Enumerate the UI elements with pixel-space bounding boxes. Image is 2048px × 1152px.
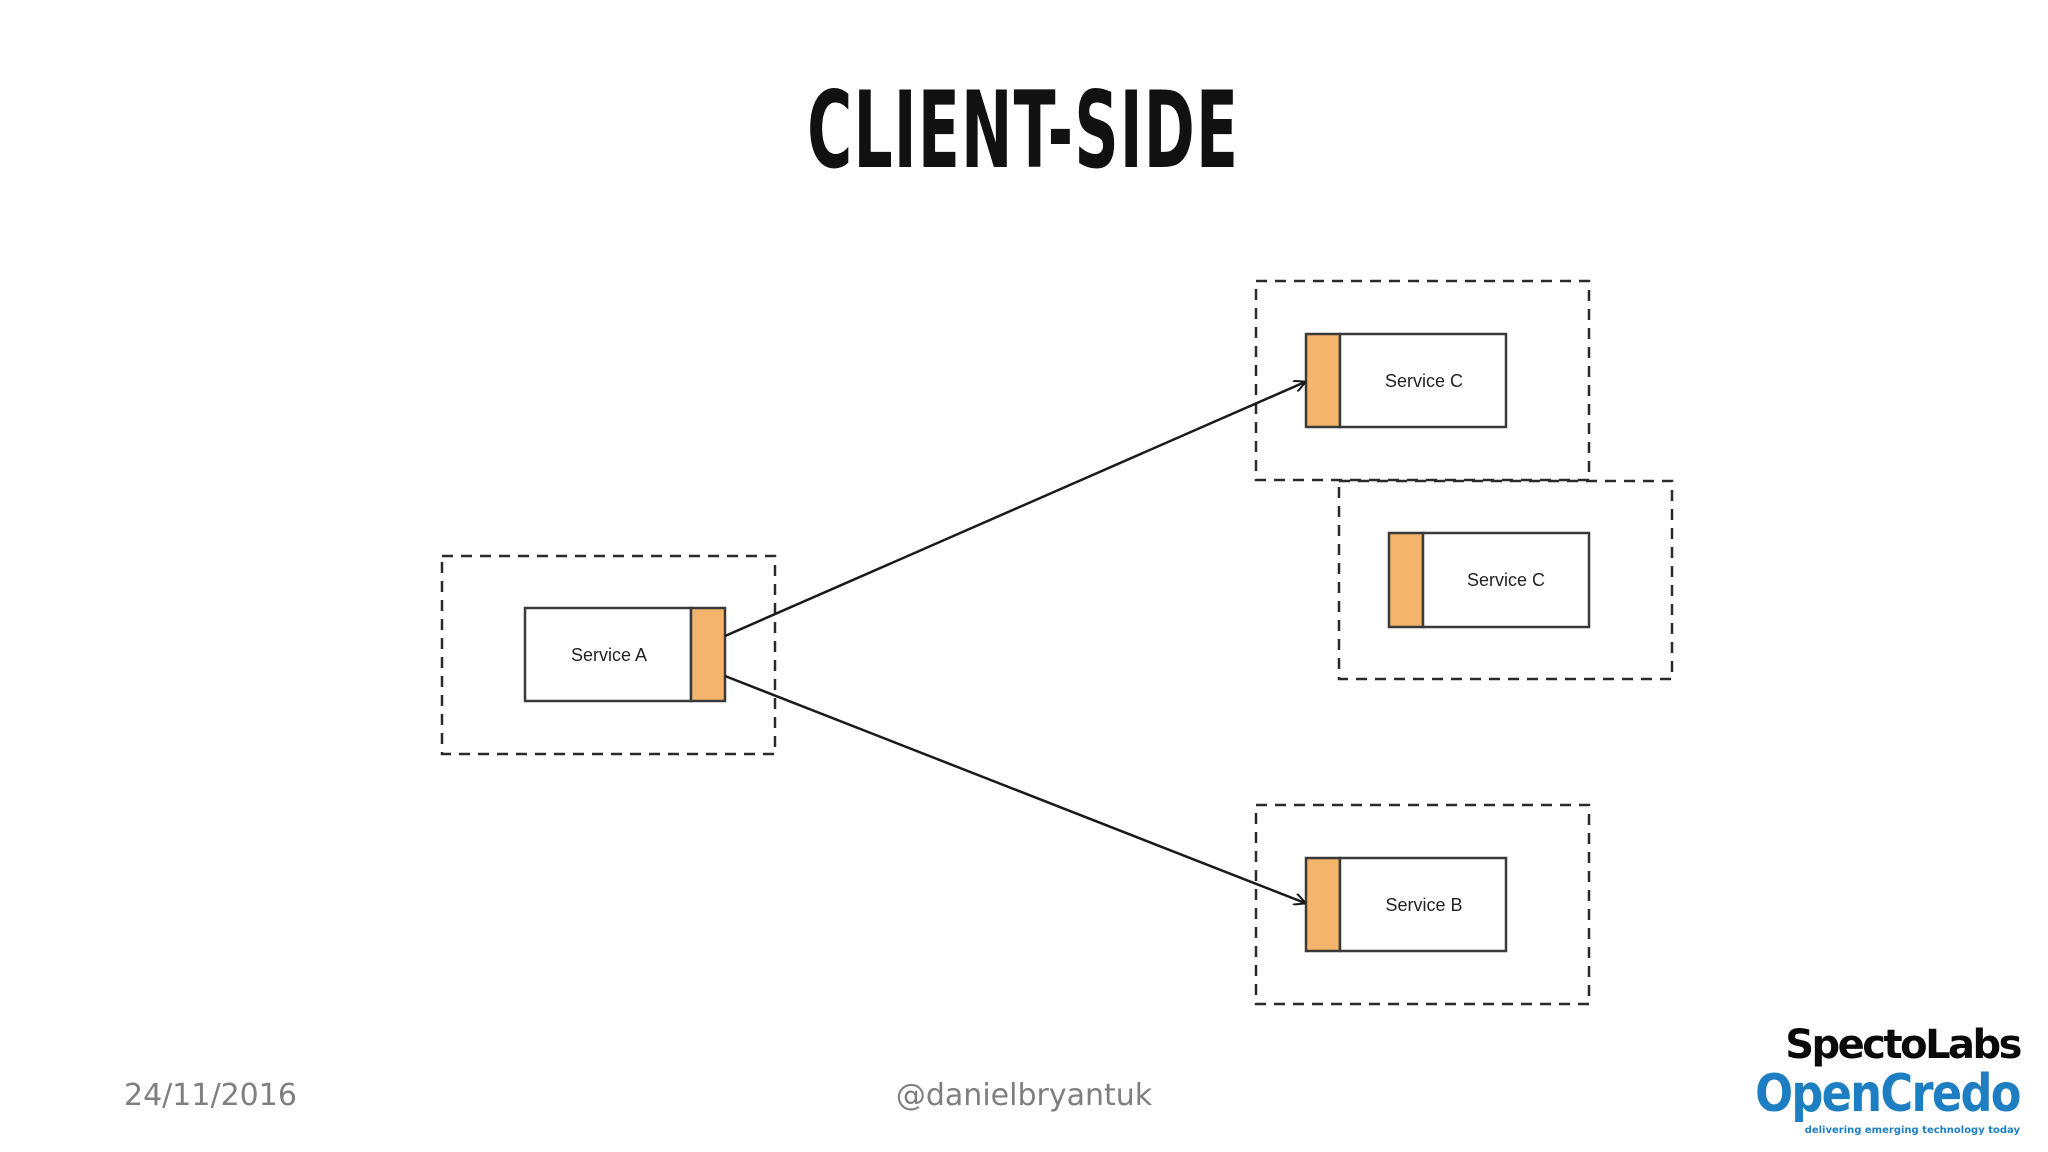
slide-title: CLIENT-SIDE [807,69,1240,192]
sidecar-proxy [689,606,727,703]
opencredo-tagline: delivering emerging technology today [1804,1125,2020,1136]
service-box [1338,856,1508,953]
service-label: Service C [1467,570,1545,590]
service-box [1338,332,1508,429]
footer-twitter-handle: @danielbryantuk [895,1078,1153,1113]
node-service-c-2: Service C [1387,531,1591,629]
service-label: Service A [571,645,647,665]
service-box [1421,531,1591,629]
sidecar-proxy [1304,332,1342,429]
node-service-a: Service A [523,606,727,703]
service-box [523,606,693,703]
edge-service-a-to-service-c [724,382,1305,638]
opencredo-logo: OpenCredo [1755,1064,2021,1124]
service-label: Service B [1385,895,1462,915]
node-service-b: Service B [1304,856,1508,953]
service-label: Service C [1385,371,1463,391]
footer-date: 24/11/2016 [124,1078,297,1113]
edge-service-a-to-service-b [724,674,1305,903]
node-service-c-1: Service C [1304,332,1508,429]
sidecar-proxy [1387,531,1425,629]
spectolabs-logo: SpectoLabs [1785,1022,2022,1068]
sidecar-proxy [1304,856,1342,953]
